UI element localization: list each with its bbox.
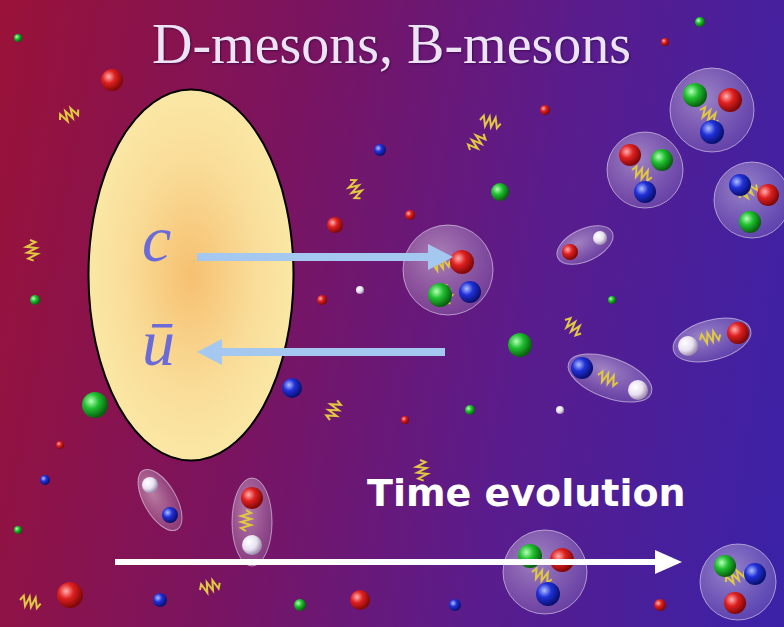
arrow-head <box>428 244 453 270</box>
meson-outline <box>87 88 295 462</box>
quark-symbol: ū <box>142 310 175 376</box>
quark-symbol: c <box>142 206 171 272</box>
title: D-mesons, B-mesons <box>152 16 631 72</box>
arrow-head <box>655 550 682 574</box>
meson-bag: cū <box>87 88 295 462</box>
quark-arrow <box>197 253 428 261</box>
antiquark-arrow <box>222 348 445 356</box>
time-arrow <box>115 559 655 565</box>
axis-label: Time evolution <box>367 474 686 512</box>
